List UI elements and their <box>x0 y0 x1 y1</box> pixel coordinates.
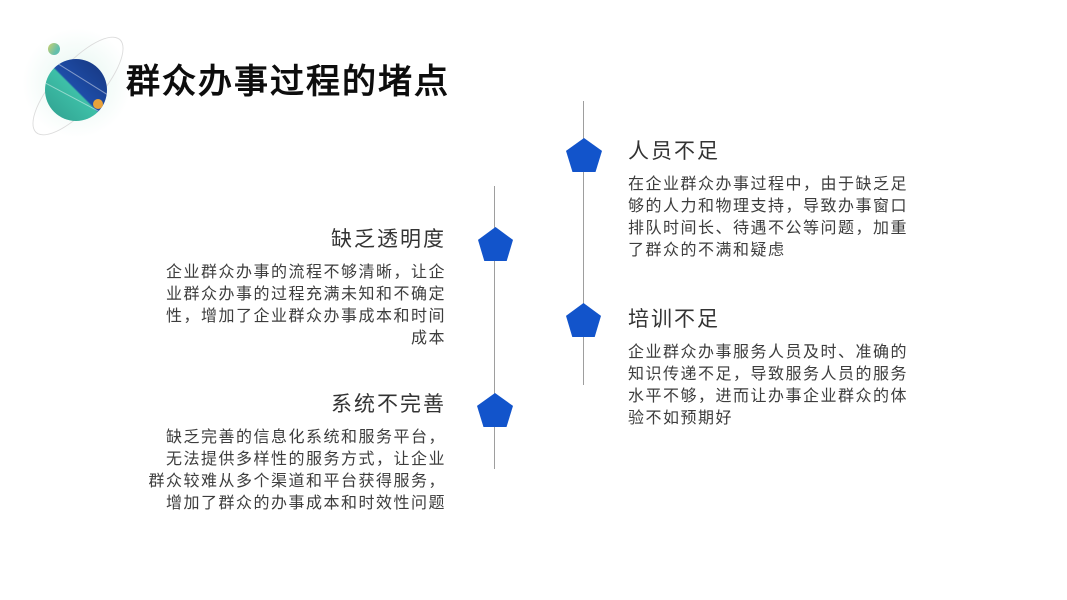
pentagon-marker-training-icon <box>566 303 601 337</box>
section-title: 系统不完善 <box>331 393 446 416</box>
satellite-dot-teal-icon <box>48 43 60 55</box>
pentagon-marker-system-icon <box>477 393 513 427</box>
pentagon-marker-personnel-icon <box>566 138 602 172</box>
page-title: 群众办事过程的堵点 <box>126 63 450 101</box>
section-title: 培训不足 <box>628 308 720 331</box>
section-imperfect-system: 系统不完善 缺乏完善的信息化系统和服务平台， 无法提供多样性的服务方式，让企业 … <box>140 392 446 515</box>
pentagon-marker-transparency-icon <box>478 227 513 261</box>
satellite-dot-orange-icon <box>93 99 103 109</box>
section-insufficient-personnel: 人员不足 在企业群众办事过程中，由于缺乏足 够的人力和物理支持，导致办事窗口 排… <box>628 139 930 262</box>
planet-globe-icon <box>45 59 107 121</box>
section-insufficient-training: 培训不足 企业群众办事服务人员及时、准确的 知识传递不足，导致服务人员的服务 水… <box>628 307 930 430</box>
section-body: 在企业群众办事过程中，由于缺乏足 够的人力和物理支持，导致办事窗口 排队时间长、… <box>628 176 909 259</box>
section-title: 人员不足 <box>628 140 720 163</box>
section-body: 企业群众办事服务人员及时、准确的 知识传递不足，导致服务人员的服务 水平不够，进… <box>628 344 909 427</box>
section-body: 缺乏完善的信息化系统和服务平台， 无法提供多样性的服务方式，让企业 群众较难从多… <box>148 429 446 512</box>
timeline-line-right <box>583 101 584 385</box>
section-lack-of-transparency: 缺乏透明度 企业群众办事的流程不够清晰，让企 业群众办事的过程充满未知和不确定 … <box>140 227 446 350</box>
timeline-line-left <box>494 186 495 469</box>
planet-orbit-logo <box>18 23 138 149</box>
section-body: 企业群众办事的流程不够清晰，让企 业群众办事的过程充满未知和不确定 性，增加了企… <box>165 264 446 347</box>
section-title: 缺乏透明度 <box>331 228 446 251</box>
